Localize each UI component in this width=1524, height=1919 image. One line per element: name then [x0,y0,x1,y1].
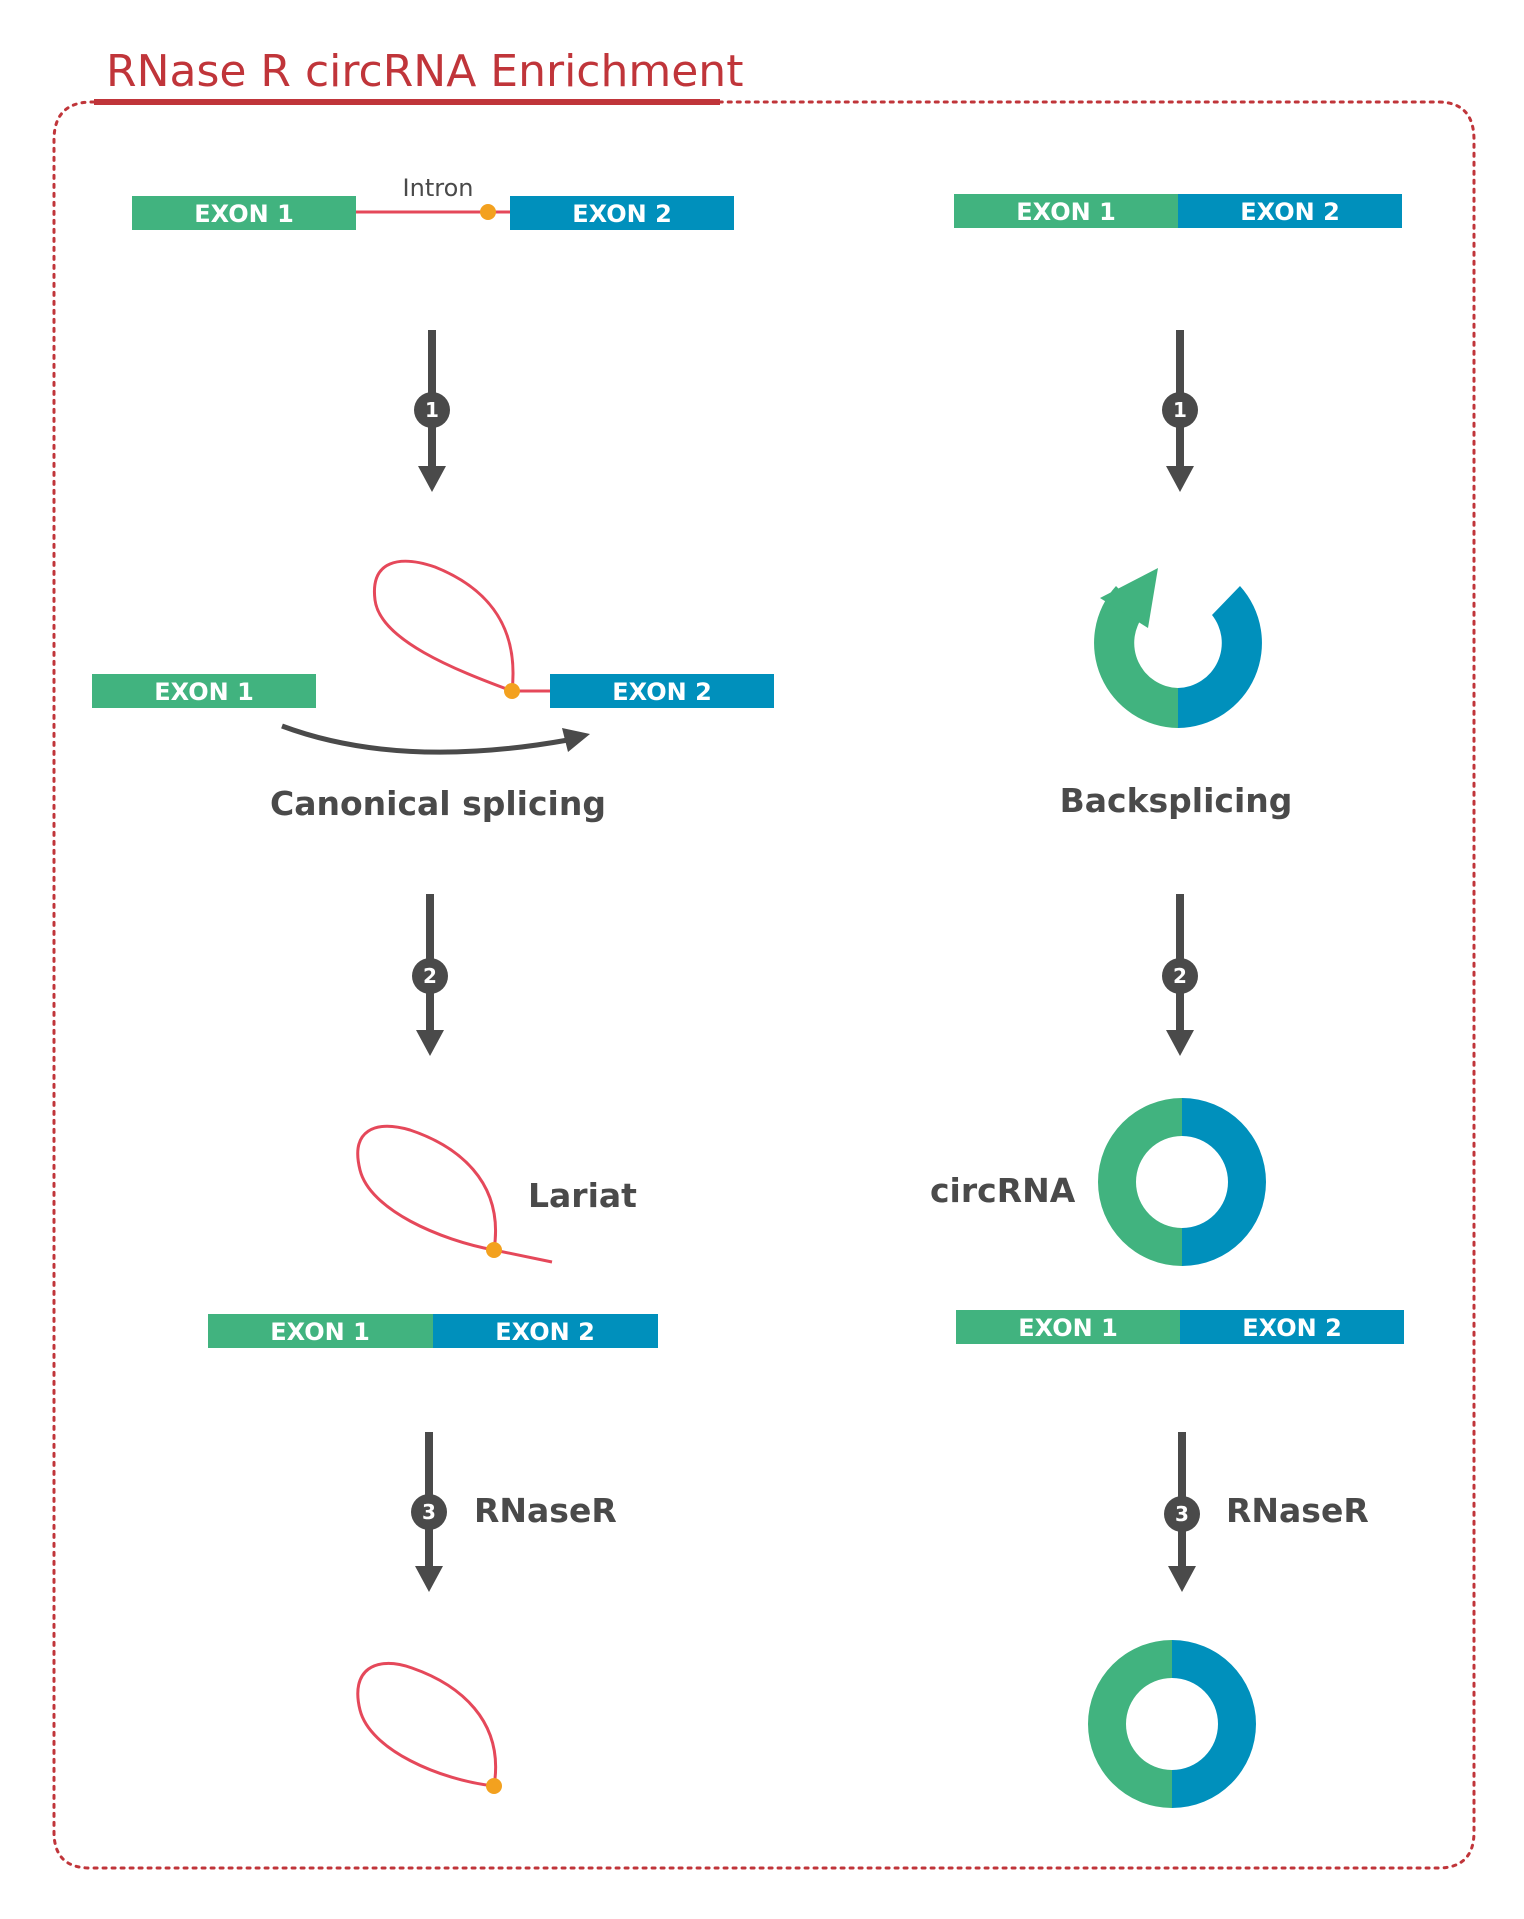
residual-lariat-loop [356,1662,497,1788]
circrna-group: circRNA [930,1098,1266,1266]
right-step2-badge [1162,958,1198,994]
lariat-group: Lariat [356,1124,637,1264]
canonical-intron-loop [372,559,515,694]
right-pre-exon2-label: EXON 2 [1240,198,1340,226]
right-spliced-mrna: EXON 1 EXON 2 [956,1310,1404,1344]
left-step3-arrow: 3 RNaseR [411,1432,617,1592]
canonical-exon1 [92,674,316,708]
lariat-label: Lariat [528,1176,637,1215]
right-step3-number: 3 [1175,1502,1189,1526]
left-spliced-exon1-label: EXON 1 [270,1318,370,1346]
right-step3-badge [1164,1496,1200,1532]
surviving-circrna-exon2-half [1172,1640,1256,1808]
left-step1-number: 1 [425,398,439,422]
lariat-tail [493,1248,553,1264]
circrna-label: circRNA [930,1171,1076,1210]
backsplice-exon2-arc [1178,586,1262,728]
left-pre-exon2 [510,196,734,230]
left-spliced-exon2-label: EXON 2 [495,1318,595,1346]
right-pre-exon1 [954,194,1178,228]
left-spliced-exon2 [433,1314,658,1348]
left-step1-badge [414,392,450,428]
left-spliced-exon1 [208,1314,433,1348]
right-step1-badge [1162,392,1198,428]
canonical-branch-point [504,683,520,699]
canonical-exon2-label: EXON 2 [612,678,712,706]
right-pre-exon2 [1178,194,1402,228]
circrna-exon2-half [1182,1098,1266,1266]
intron-label: Intron [403,174,474,202]
right-step1-number: 1 [1173,398,1187,422]
right-step2-arrow: 2 [1162,894,1198,1056]
backsplicing-group: Backsplicing [1060,568,1293,820]
right-pre-exon1-label: EXON 1 [1016,198,1116,226]
left-step2-number: 2 [423,964,437,988]
residual-branch-point [486,1778,502,1794]
left-spliced-mrna: EXON 1 EXON 2 [208,1314,658,1348]
residual-lariat [356,1662,502,1794]
left-step3-badge [411,1494,447,1530]
left-pre-branch-point [480,204,496,220]
diagram-title: RNase R circRNA Enrichment [106,46,743,97]
left-step2-badge [412,958,448,994]
right-step2-number: 2 [1173,964,1187,988]
right-step1-arrow: 1 [1162,330,1198,492]
canonical-exon2 [550,674,774,708]
dotted-border [52,100,1476,1870]
canonical-splice-arrow [281,723,569,755]
canonical-exon1-label: EXON 1 [154,678,254,706]
right-spliced-exon2-label: EXON 2 [1242,1314,1342,1342]
backsplicing-label: Backsplicing [1060,781,1293,820]
left-pre-exon2-label: EXON 2 [572,200,672,228]
right-step3-arrow: 3 RNaseR [1164,1432,1369,1592]
left-pre-exon1-label: EXON 1 [194,200,294,228]
backsplice-arrowhead [1100,568,1158,628]
lariat-branch-point [486,1242,502,1258]
left-pre-mrna: EXON 1 EXON 2 Intron [132,174,734,230]
right-rnaser-label: RNaseR [1226,1491,1369,1530]
lariat-loop [356,1124,497,1252]
right-pre-mrna: EXON 1 EXON 2 [954,194,1402,228]
surviving-circrna [1088,1640,1256,1808]
right-spliced-exon2 [1180,1310,1404,1344]
backsplice-exon1-arc [1094,586,1178,728]
right-spliced-exon1 [956,1310,1180,1344]
canonical-splice-arrowhead [562,728,590,752]
right-spliced-exon1-label: EXON 1 [1018,1314,1118,1342]
left-rnaser-label: RNaseR [474,1491,617,1530]
canonical-splicing-group: EXON 1 EXON 2 Canonical splicing [92,559,774,823]
left-step3-number: 3 [422,1500,436,1524]
left-pre-exon1 [132,196,356,230]
surviving-circrna-exon1-half [1088,1640,1172,1808]
left-step1-arrow: 1 [414,330,450,492]
circrna-exon1-half [1098,1098,1182,1266]
left-step2-arrow: 2 [412,894,448,1056]
canonical-splicing-label: Canonical splicing [270,784,606,823]
